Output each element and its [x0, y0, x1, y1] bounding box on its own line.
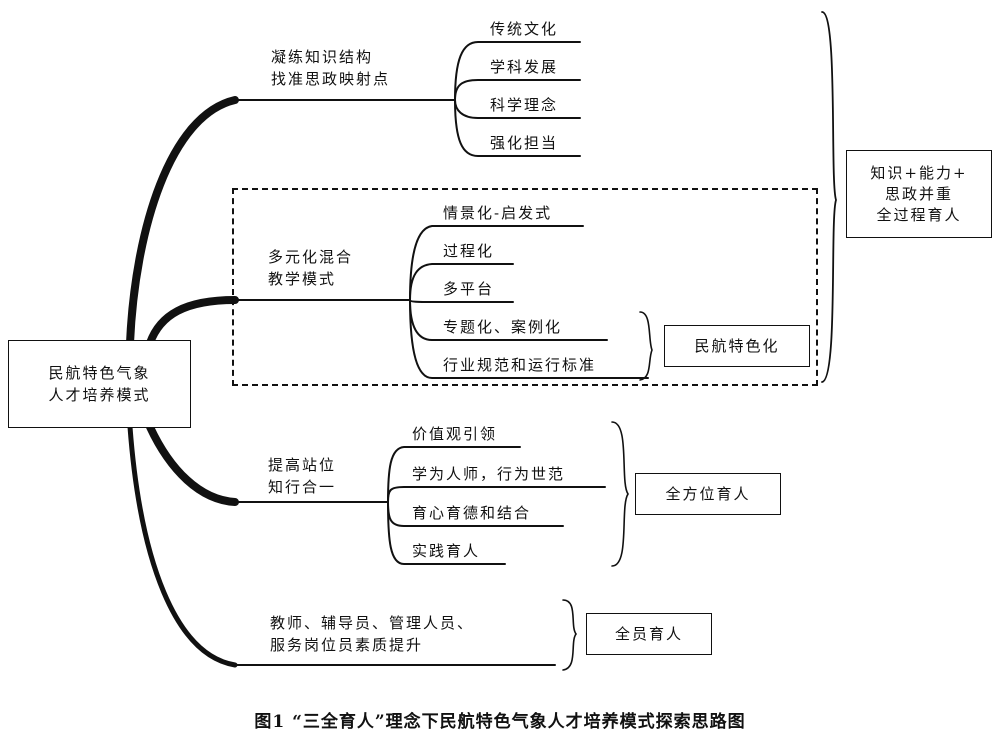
branch4-label-line1: 教师、辅导员、管理人员、	[270, 614, 475, 632]
all-round-education-box: 全方位育人	[635, 473, 781, 515]
root-line2: 人才培养模式	[48, 386, 151, 404]
brace-quanfangwei	[611, 421, 629, 567]
branch1-label-line2: 找准思政映射点	[271, 70, 391, 88]
leaf-practice-education: 实践育人	[412, 542, 481, 560]
branch4-label: 教师、辅导员、管理人员、 服务岗位员素质提升	[270, 612, 474, 656]
leaf-process-based: 过程化	[443, 242, 495, 260]
branch2-label-line2: 教学模式	[268, 270, 337, 288]
leaf-strengthen-responsibility: 强化担当	[490, 134, 559, 152]
branch3-label: 提高站位 知行合一	[268, 454, 336, 498]
branch4-label-line2: 服务岗位员素质提升	[270, 636, 424, 654]
branch3-label-line2: 知行合一	[268, 478, 337, 496]
all-staff-education-box: 全员育人	[586, 613, 712, 655]
figure-caption: 图1 “三全育人”理念下民航特色气象人才培养模式探索思路图	[254, 712, 746, 732]
summary-line1: 知识+能力+	[870, 163, 968, 182]
leaf-scenario-heuristic: 情景化-启发式	[443, 204, 553, 222]
brace-quanyuan	[562, 599, 577, 671]
leaf-heart-virtue-education: 育心育德和结合	[412, 504, 532, 522]
leaf-value-guidance: 价值观引领	[412, 425, 498, 443]
leaf-topic-case-based: 专题化、案例化	[443, 318, 563, 336]
root-line1: 民航特色气象	[48, 364, 151, 382]
branch2-label-line1: 多元化混合	[268, 248, 354, 266]
summary-line2: 思政并重	[884, 184, 953, 203]
leaf-industry-standards: 行业规范和运行标准	[443, 356, 597, 374]
brace-minhang	[639, 311, 653, 381]
root-branch1-connector	[126, 96, 239, 347]
branch3-label-line1: 提高站位	[268, 456, 337, 474]
root-node: 民航特色气象 人才培养模式	[8, 340, 191, 428]
root-branch3-connector	[146, 423, 239, 506]
branch1-label-line1: 凝练知识结构	[271, 48, 374, 66]
summary-box: 知识+能力+ 思政并重 全过程育人	[846, 150, 992, 238]
leaf-teacher-role-model: 学为人师，行为世范	[412, 465, 566, 483]
blended-teaching-group-box	[232, 188, 818, 386]
branch2-label: 多元化混合 教学模式	[268, 246, 353, 290]
branch3-leaf-connectors	[387, 446, 606, 565]
leaf-multi-platform: 多平台	[443, 280, 495, 298]
leaf-traditional-culture: 传统文化	[490, 20, 559, 38]
summary-line3: 全过程育人	[876, 205, 962, 224]
root-branch2-connector	[146, 296, 239, 347]
branch1-leaf-connectors	[454, 41, 581, 157]
leaf-discipline-development: 学科发展	[490, 58, 559, 76]
branch2-leaf-connectors	[409, 225, 649, 379]
root-branch4-connector	[127, 424, 238, 668]
civil-aviation-characteristic-box: 民航特色化	[664, 325, 810, 367]
leaf-scientific-concept: 科学理念	[490, 96, 559, 114]
brace-right-summary	[821, 11, 837, 383]
branch1-label: 凝练知识结构 找准思政映射点	[271, 46, 390, 90]
